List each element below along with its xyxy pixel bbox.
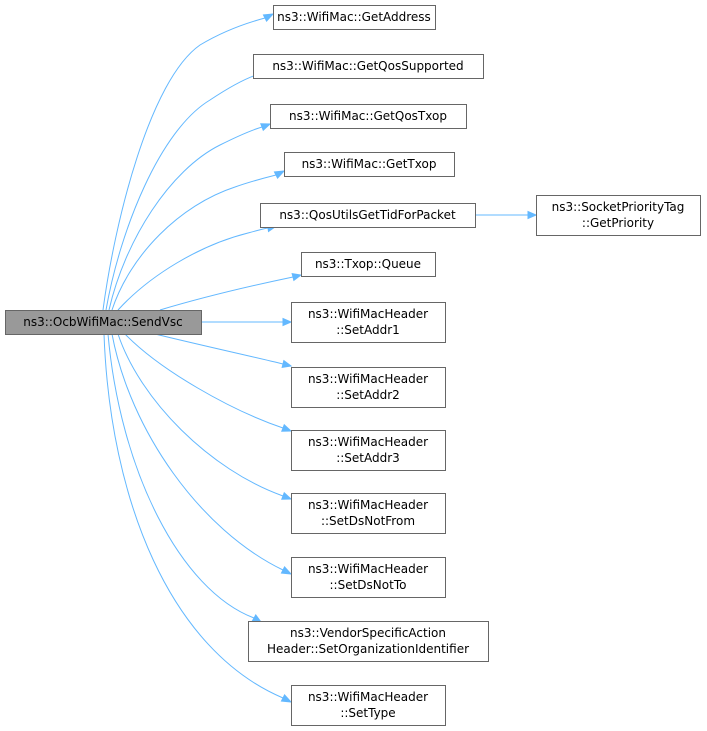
arrowhead [281, 359, 293, 369]
arrowhead [281, 491, 293, 500]
node-box [284, 152, 455, 177]
nodes-layer: ns3::OcbWifiMac::SendVsc ns3::WifiMac::Ge… [5, 5, 701, 726]
node-label-line: ns3::WifiMac::GetTxop [302, 157, 437, 171]
node-label-line: ns3::Txop::Queue [315, 257, 421, 271]
node-ns3-wifimacheader-setaddr3[interactable]: ns3::WifiMacHeader::SetAddr3 [291, 430, 446, 471]
node-ns3-wifimacheader-setaddr1[interactable]: ns3::WifiMacHeader::SetAddr1 [291, 302, 446, 343]
node-label-line: ns3::WifiMac::GetQosTxop [289, 109, 447, 123]
node-box [248, 621, 489, 662]
node-label-line: ns3::WifiMacHeader [308, 562, 428, 576]
node-box [270, 104, 467, 129]
node-label-line: ns3::VendorSpecificAction [290, 626, 446, 640]
arrowhead [280, 565, 293, 575]
node-ns3-wifimac-gettxop[interactable]: ns3::WifiMac::GetTxop [284, 152, 455, 177]
arrowhead [251, 614, 263, 623]
node-label-line: ns3::WifiMac::GetAddress [277, 10, 431, 24]
node-box [291, 557, 446, 598]
arrowhead [291, 272, 303, 282]
arrowhead [260, 123, 272, 132]
node-box [5, 310, 202, 335]
edge-root-to-callee-4 [117, 227, 269, 311]
node-box [536, 195, 701, 236]
arrowhead [280, 693, 293, 703]
node-ns3-wifimacheader-settype[interactable]: ns3::WifiMacHeader::SetType [291, 685, 446, 726]
node-root-sendvsc[interactable]: ns3::OcbWifiMac::SendVsc [5, 310, 202, 335]
node-box [291, 685, 446, 726]
node-label-line: ns3::WifiMacHeader [308, 372, 428, 386]
node-ns3-qosutilsgettidforpacket[interactable]: ns3::QosUtilsGetTidForPacket [260, 203, 476, 228]
arrowhead [281, 423, 293, 432]
edge-root-to-callee-8 [124, 333, 284, 429]
node-ns3-wifimacheader-setdsnotto[interactable]: ns3::WifiMacHeader::SetDsNotTo [291, 557, 446, 598]
arrowhead [527, 210, 538, 220]
node-label-line: ns3::QosUtilsGetTidForPacket [279, 208, 456, 222]
node-label-line: ns3::WifiMacHeader [308, 435, 428, 449]
node-ns3-wifimac-getqostxop[interactable]: ns3::WifiMac::GetQosTxop [270, 104, 467, 129]
node-label-line: ns3::WifiMacHeader [308, 690, 428, 704]
node-ns3-wifimac-getaddress[interactable]: ns3::WifiMac::GetAddress [273, 5, 436, 30]
node-label-line: ::SetAddr1 [336, 323, 400, 337]
node-ns3-socketprioritytag-getpriority[interactable]: ns3::SocketPriorityTag::GetPriority [536, 195, 701, 236]
node-label-line: Header::SetOrganizationIdentifier [267, 642, 469, 656]
edge-root-to-callee-7 [154, 333, 284, 365]
edge-root-to-callee-2 [108, 126, 263, 311]
node-box [253, 54, 484, 79]
arrowhead [273, 170, 286, 180]
arrowhead [282, 317, 293, 327]
node-label-line: ::SetType [340, 706, 395, 720]
node-box [291, 493, 446, 534]
node-label-line: ns3::WifiMacHeader [308, 498, 428, 512]
node-label-line: ::SetDsNotTo [330, 578, 407, 592]
edge-root-to-callee-1 [105, 74, 257, 311]
node-label-line: ns3::SocketPriorityTag [552, 200, 685, 214]
node-ns3-vendorspecificactionheader-setorganizationidentifier[interactable]: ns3::VendorSpecificActionHeader::SetOrga… [248, 621, 489, 662]
node-label-line: ::SetDsNotFrom [321, 514, 415, 528]
node-label-line: ::SetAddr2 [336, 388, 400, 402]
edge-root-to-callee-5 [159, 276, 294, 311]
arrowhead [262, 13, 275, 23]
edge-root-to-callee-10 [111, 333, 284, 571]
edge-root-to-callee-9 [117, 333, 284, 497]
node-ns3-wifimacheader-setdsnotfrom[interactable]: ns3::WifiMacHeader::SetDsNotFrom [291, 493, 446, 534]
node-box [291, 430, 446, 471]
node-ns3-txop-queue[interactable]: ns3::Txop::Queue [301, 252, 436, 277]
node-box [291, 302, 446, 343]
node-label-line: ns3::WifiMacHeader [308, 307, 428, 321]
node-box [260, 203, 476, 228]
edge-root-to-callee-0 [102, 17, 266, 311]
node-label-line: ::SetAddr3 [336, 451, 400, 465]
edge-root-to-callee-11 [107, 333, 255, 619]
node-label-line: ns3::WifiMac::GetQosSupported [272, 59, 463, 73]
edge-root-to-callee-12 [103, 333, 284, 699]
node-label-line: ns3::OcbWifiMac::SendVsc [23, 315, 182, 329]
node-ns3-wifimac-getqossupported[interactable]: ns3::WifiMac::GetQosSupported [253, 54, 484, 79]
node-box [273, 5, 436, 30]
edge-root-to-callee-3 [111, 174, 277, 311]
node-box [301, 252, 436, 277]
node-label-line: ::GetPriority [582, 216, 654, 230]
node-box [291, 367, 446, 408]
node-ns3-wifimacheader-setaddr2[interactable]: ns3::WifiMacHeader::SetAddr2 [291, 367, 446, 408]
